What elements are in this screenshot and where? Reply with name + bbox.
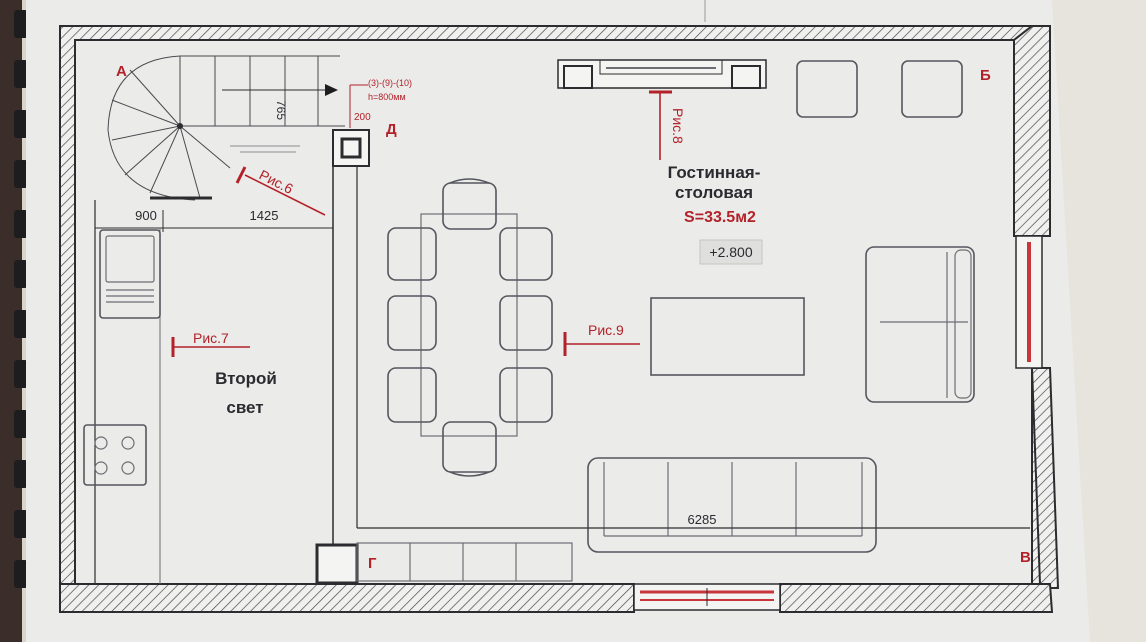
second-light-line1: Второй bbox=[215, 369, 277, 388]
level-mark: +2.800 bbox=[709, 244, 752, 260]
column-g bbox=[315, 543, 359, 585]
view-marker-ris9 bbox=[563, 332, 640, 356]
dim-900: 900 bbox=[135, 208, 157, 223]
corner-g: Г bbox=[368, 555, 377, 572]
view-label-ris8: Рис.8 bbox=[670, 108, 686, 144]
dining-set bbox=[387, 178, 553, 477]
paper-sheet bbox=[26, 0, 1090, 642]
room-name-line1: Гостинная- bbox=[668, 163, 761, 182]
room-area: S=33.5м2 bbox=[684, 209, 756, 226]
coffee-table bbox=[650, 297, 805, 376]
wall-right-upper bbox=[1013, 25, 1051, 237]
level-box bbox=[699, 239, 763, 265]
dim-200: 200 bbox=[354, 112, 371, 123]
corner-a: А bbox=[116, 63, 127, 80]
corner-v: В bbox=[1020, 549, 1031, 566]
view-label-ris7: Рис.7 bbox=[193, 330, 229, 346]
view-marker-ris8 bbox=[649, 90, 672, 160]
dim-1425: 1425 bbox=[250, 208, 279, 223]
wall-bottom-right bbox=[779, 583, 1054, 613]
dining-table bbox=[420, 213, 518, 437]
corner-d: Д bbox=[386, 121, 397, 138]
window-right bbox=[1015, 235, 1043, 369]
sofa-bottom bbox=[587, 457, 877, 553]
chair bbox=[387, 367, 437, 423]
column-d bbox=[332, 129, 370, 167]
second-light-line2: свет bbox=[226, 398, 263, 417]
armchair-1 bbox=[796, 60, 858, 118]
dim-6285: 6285 bbox=[688, 512, 717, 527]
stair-note-1: (3)-(9)-(10) bbox=[368, 78, 412, 88]
chair bbox=[499, 227, 553, 281]
stair-note-2: h=800мм bbox=[368, 92, 406, 102]
room-name-line2: столовая bbox=[675, 183, 753, 202]
wall-bottom-left bbox=[59, 583, 635, 613]
chair bbox=[442, 421, 497, 473]
chair bbox=[499, 367, 553, 423]
sofa-right bbox=[865, 246, 975, 403]
view-marker-ris6 bbox=[235, 166, 326, 216]
chair bbox=[387, 227, 437, 281]
cooktop bbox=[83, 424, 147, 486]
fireplace bbox=[557, 59, 767, 89]
binder-rings bbox=[14, 10, 28, 588]
chair bbox=[387, 295, 437, 351]
low-cabinet bbox=[356, 542, 573, 582]
view-label-ris9: Рис.9 bbox=[588, 322, 624, 338]
chair bbox=[499, 295, 553, 351]
view-marker-ris7 bbox=[171, 337, 250, 357]
corner-b: Б bbox=[980, 67, 991, 84]
spiral-staircase bbox=[107, 55, 368, 201]
chair bbox=[442, 182, 497, 230]
dim-765: 765 bbox=[274, 100, 288, 120]
armchair-2 bbox=[901, 60, 963, 118]
kitchen bbox=[83, 200, 161, 584]
sink bbox=[99, 229, 161, 319]
window-bottom bbox=[633, 583, 781, 611]
